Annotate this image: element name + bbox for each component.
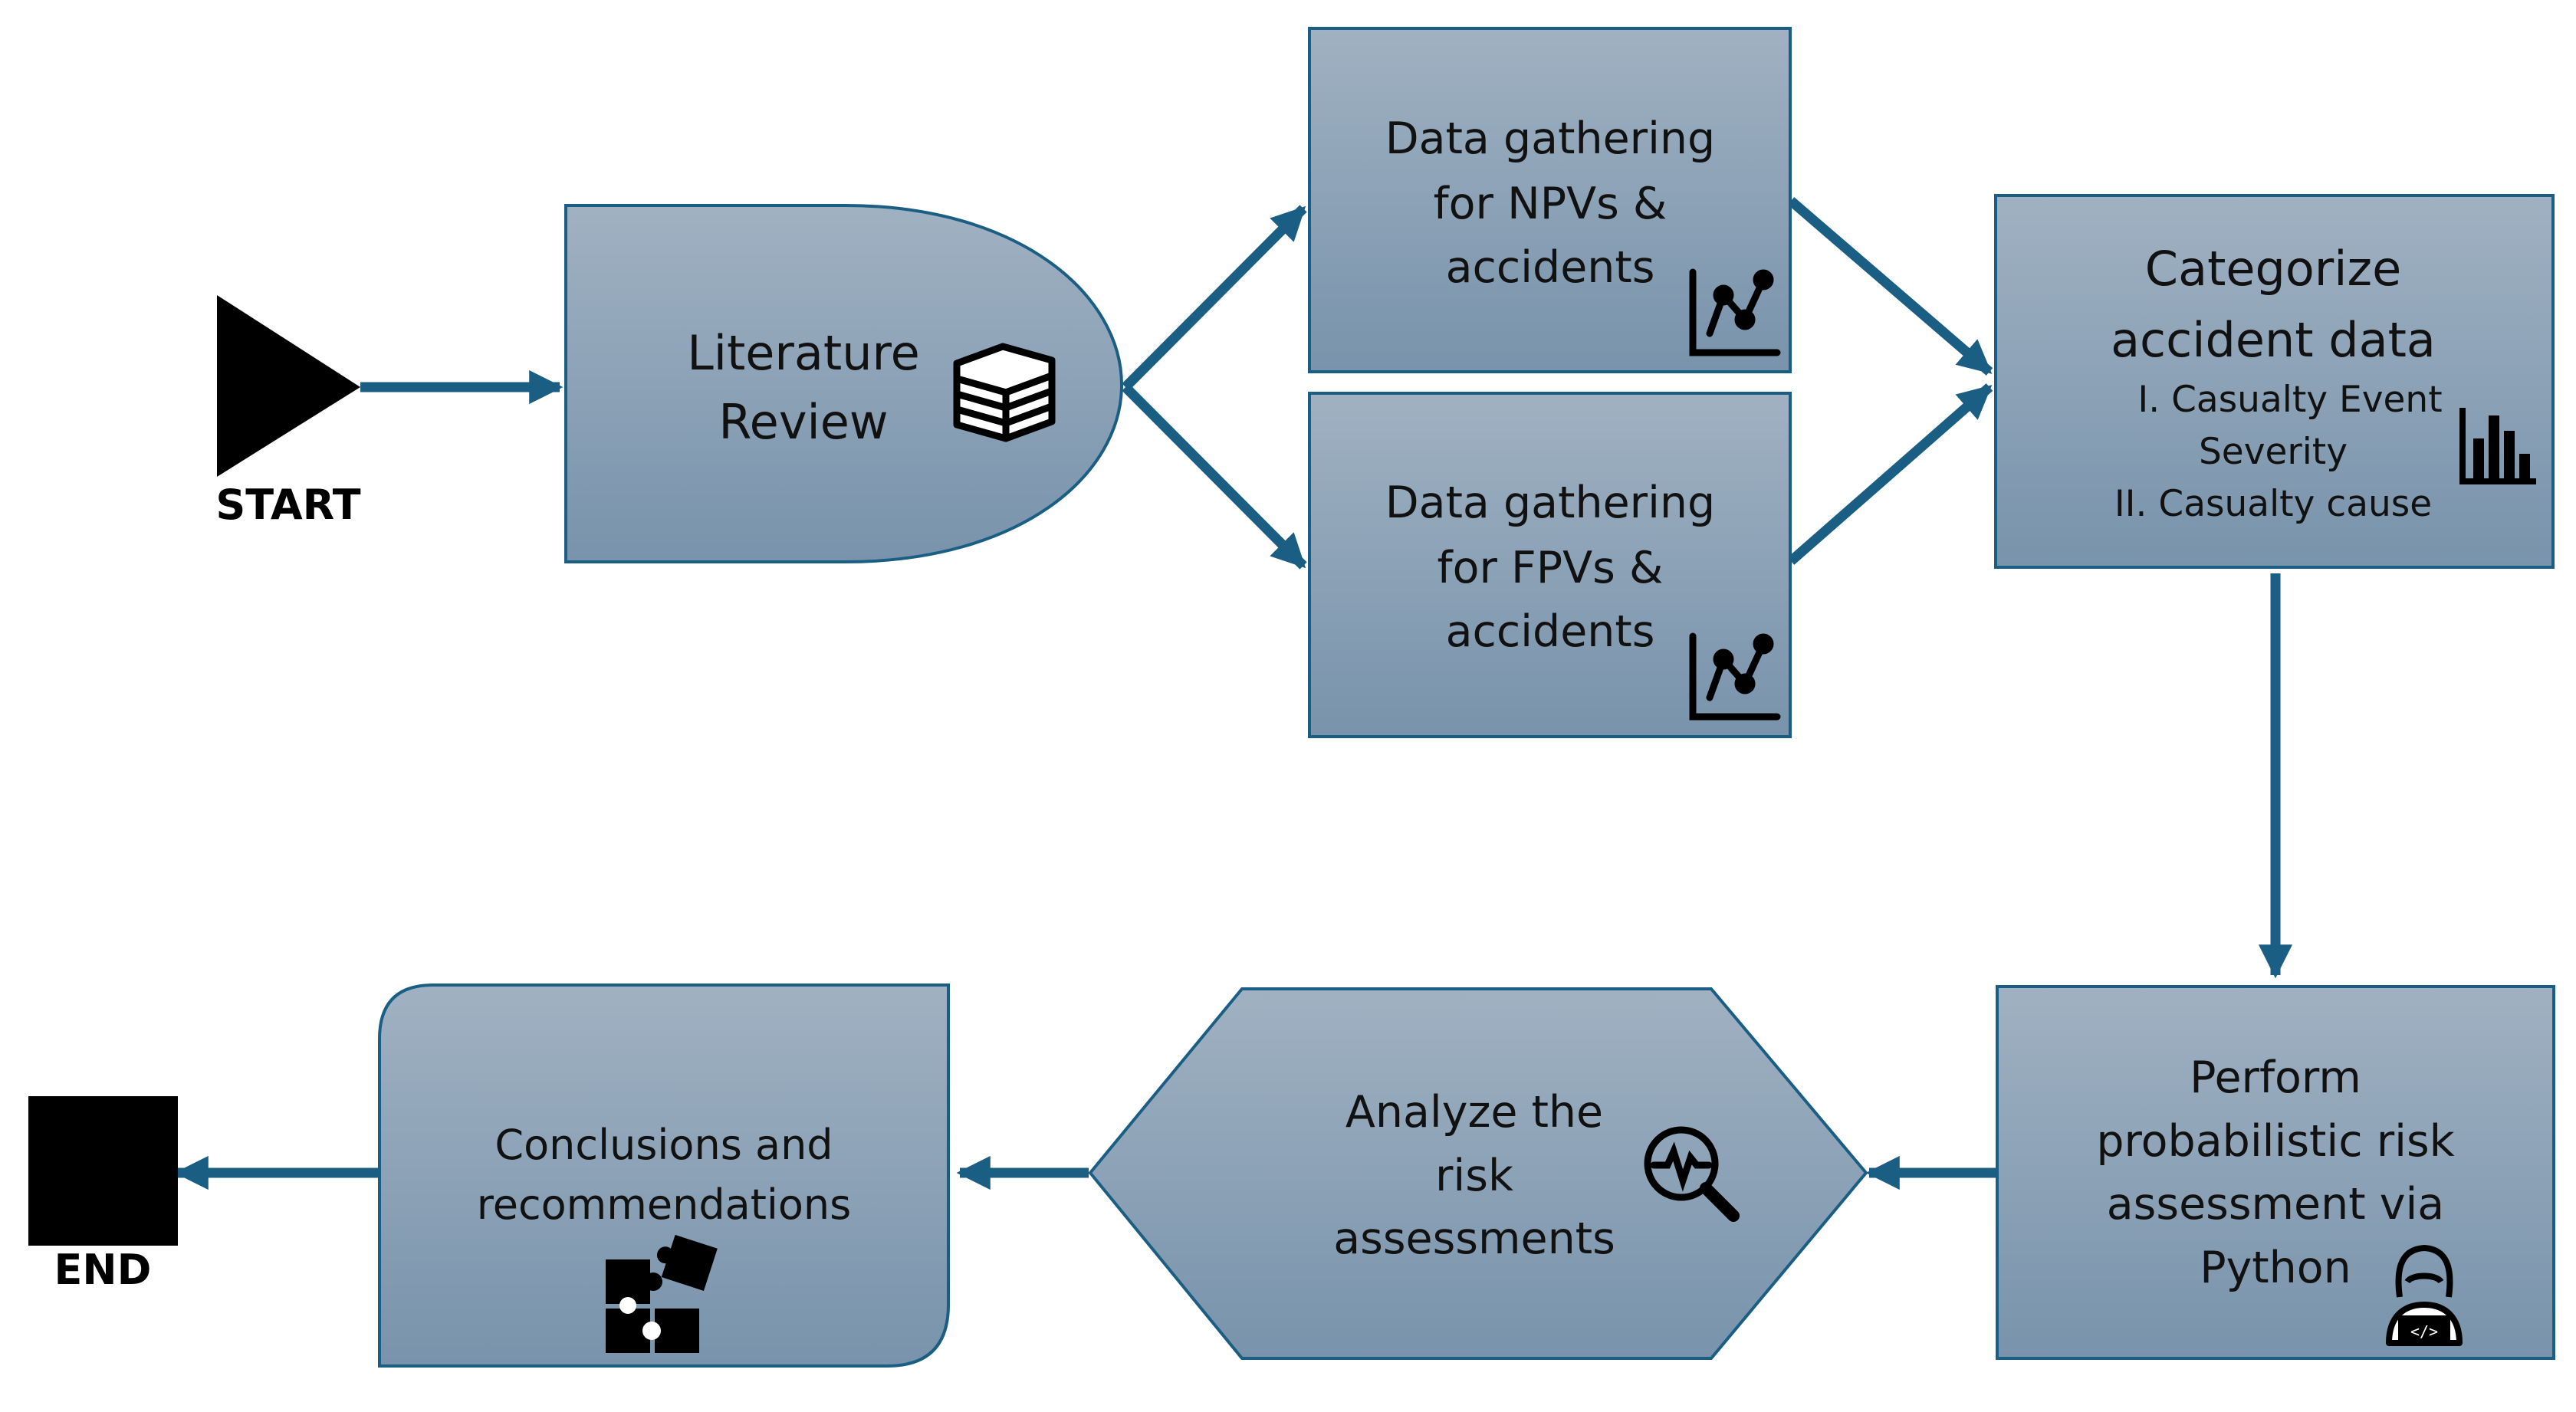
arrow-literature-to-fpv <box>1122 383 1307 570</box>
literature-review-label: Review <box>718 394 888 450</box>
literature-review-node[interactable]: Literature Review <box>564 204 1124 563</box>
conclusions-label: recommendations <box>477 1180 852 1229</box>
arrow-npv-to-categorize <box>1787 197 1993 376</box>
svg-text:</>: </> <box>2410 1322 2438 1341</box>
line-chart-icon <box>1689 632 1781 721</box>
perform-label: probabilistic risk <box>2096 1116 2454 1167</box>
fpv-data-box <box>1308 392 1792 738</box>
categorize-node[interactable]: Categorize accident data I. Casualty Eve… <box>1994 194 2555 569</box>
categorize-subitem: I. Casualty Event <box>2137 379 2442 421</box>
analyze-hexagon <box>1088 987 1868 1360</box>
conclusions-label: Conclusions and <box>495 1121 833 1169</box>
literature-review-shape <box>564 204 1124 563</box>
end-terminal: END <box>28 1096 178 1294</box>
categorize-title: accident data <box>2111 312 2436 368</box>
perform-label: assessment via <box>2107 1179 2444 1230</box>
npv-data-label: accidents <box>1446 242 1655 293</box>
puzzle-icon <box>606 1234 718 1353</box>
arrow-literature-to-npv <box>1122 205 1307 391</box>
analyze-node[interactable]: Analyze the risk assessments <box>1088 987 1868 1360</box>
connectors <box>174 197 2293 1190</box>
analyze-label: assessments <box>1333 1213 1615 1264</box>
end-label: END <box>54 1246 152 1294</box>
categorize-box <box>1994 194 2555 569</box>
categorize-subitem: II. Casualty cause <box>2114 483 2432 525</box>
categorize-title: Categorize <box>2145 241 2401 297</box>
books-icon <box>953 343 1056 442</box>
npv-data-label: for NPVs & <box>1434 179 1668 229</box>
fpv-data-label: for FPVs & <box>1438 543 1664 593</box>
start-triangle <box>217 295 360 477</box>
analyze-label: risk <box>1435 1151 1513 1201</box>
line-chart-icon <box>1689 268 1781 356</box>
end-square <box>28 1096 178 1246</box>
fpv-data-node[interactable]: Data gathering for FPVs & accidents <box>1308 392 1792 738</box>
analyze-label: Analyze the <box>1346 1087 1603 1138</box>
fpv-data-label: Data gathering <box>1385 478 1715 528</box>
start-label: START <box>215 481 360 529</box>
npv-data-node[interactable]: Data gathering for NPVs & accidents <box>1308 27 1792 373</box>
programmer-icon: </> <box>2386 1245 2463 1346</box>
perform-label: Perform <box>2190 1052 2361 1103</box>
magnifier-pulse-icon <box>1644 1126 1740 1222</box>
arrow-fpv-to-categorize <box>1787 383 1993 565</box>
perform-node[interactable]: Perform probabilistic risk assessment vi… <box>1996 985 2555 1360</box>
start-terminal: START <box>215 295 361 529</box>
perform-box <box>1996 985 2555 1360</box>
conclusions-node[interactable]: Conclusions and recommendations <box>378 983 950 1368</box>
perform-label: Python <box>2200 1243 2351 1293</box>
categorize-subitem: Severity <box>2199 431 2348 473</box>
bar-chart-icon <box>2459 408 2536 484</box>
npv-data-box <box>1308 27 1792 373</box>
conclusions-shape <box>378 983 950 1368</box>
fpv-data-label: accidents <box>1446 606 1655 657</box>
npv-data-label: Data gathering <box>1385 113 1715 164</box>
literature-review-label: Literature <box>687 325 920 381</box>
